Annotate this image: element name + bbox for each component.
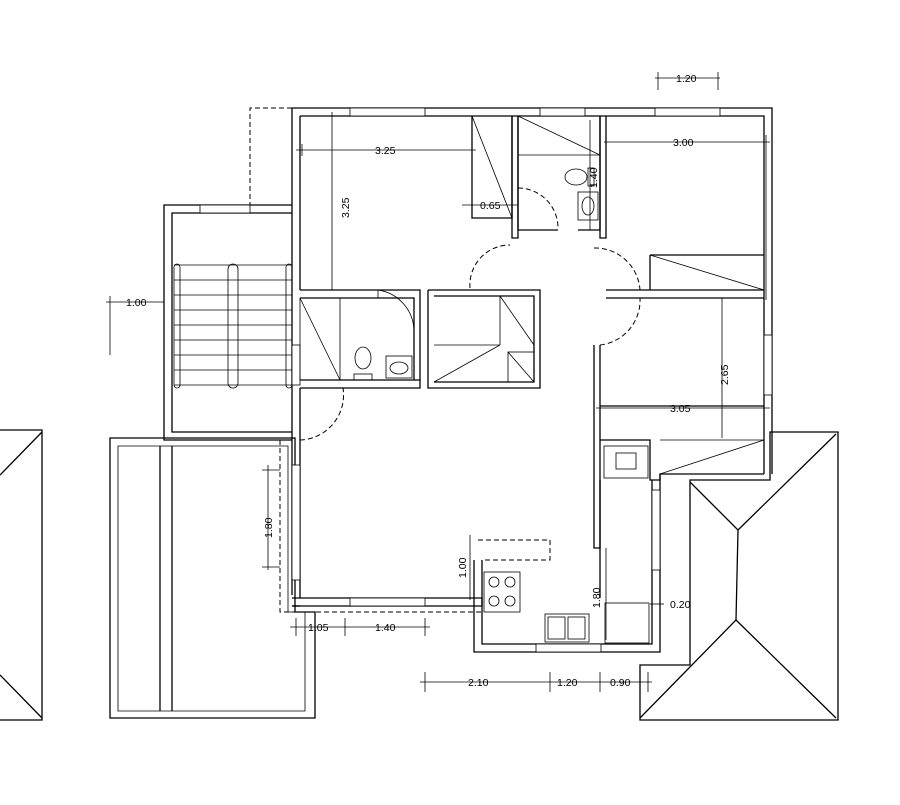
toilet-icon-upper	[564, 167, 595, 187]
dim-bottom-right-a: 2.10	[468, 677, 489, 689]
dim-kitchen-offset: 0.20	[670, 599, 691, 611]
fixtures	[353, 167, 599, 643]
washing-machine	[603, 445, 649, 479]
dim-bedroom-right-width: 3.05	[670, 403, 691, 415]
handrail-right	[285, 263, 293, 389]
toilet-icon	[353, 346, 373, 381]
dim-stair-width: 1.00	[126, 297, 147, 309]
dim-counter-depth: 1.00	[457, 557, 469, 578]
handrail-middle	[227, 263, 239, 389]
stove-icon	[483, 571, 521, 613]
dim-bottom-left-b: 1.40	[375, 622, 396, 634]
terrace	[109, 437, 316, 719]
stair-tower	[163, 204, 293, 441]
dim-bottom-right-c: 0.90	[610, 677, 631, 689]
dim-bottom-right-b: 1.20	[557, 677, 578, 689]
dim-living-width: 3.25	[375, 145, 396, 157]
dimension-labels: 1.20 3.25 3.25 0.65 1.40 3.00 1.00 2.65 …	[126, 73, 731, 689]
door-swings	[299, 187, 641, 441]
dimension-lines	[106, 72, 770, 692]
sink-icon-upper	[577, 191, 599, 221]
dim-closet-width: 0.65	[480, 200, 501, 212]
dim-west-window-height: 1.80	[263, 517, 275, 538]
right-hip-roof	[639, 431, 839, 721]
outer-walls	[291, 107, 773, 607]
dim-kitchen-depth: 1.80	[591, 587, 603, 608]
dim-bath-width: 1.40	[588, 167, 600, 188]
sink-icon	[385, 355, 413, 379]
kitchen-sink-icon	[544, 613, 590, 643]
dim-bedroom-top-width: 3.00	[673, 137, 694, 149]
dim-living-depth: 3.25	[340, 197, 352, 218]
dashed-outlines	[249, 107, 551, 613]
interior-walls	[299, 115, 765, 653]
dim-bedroom-right-depth: 2.65	[719, 364, 731, 385]
handrail-left	[173, 263, 181, 389]
dim-top-window: 1.20	[676, 73, 697, 85]
stair-treads	[174, 264, 292, 386]
dim-bottom-left-a: 1.05	[308, 622, 329, 634]
left-neighbour-roof	[0, 429, 43, 721]
